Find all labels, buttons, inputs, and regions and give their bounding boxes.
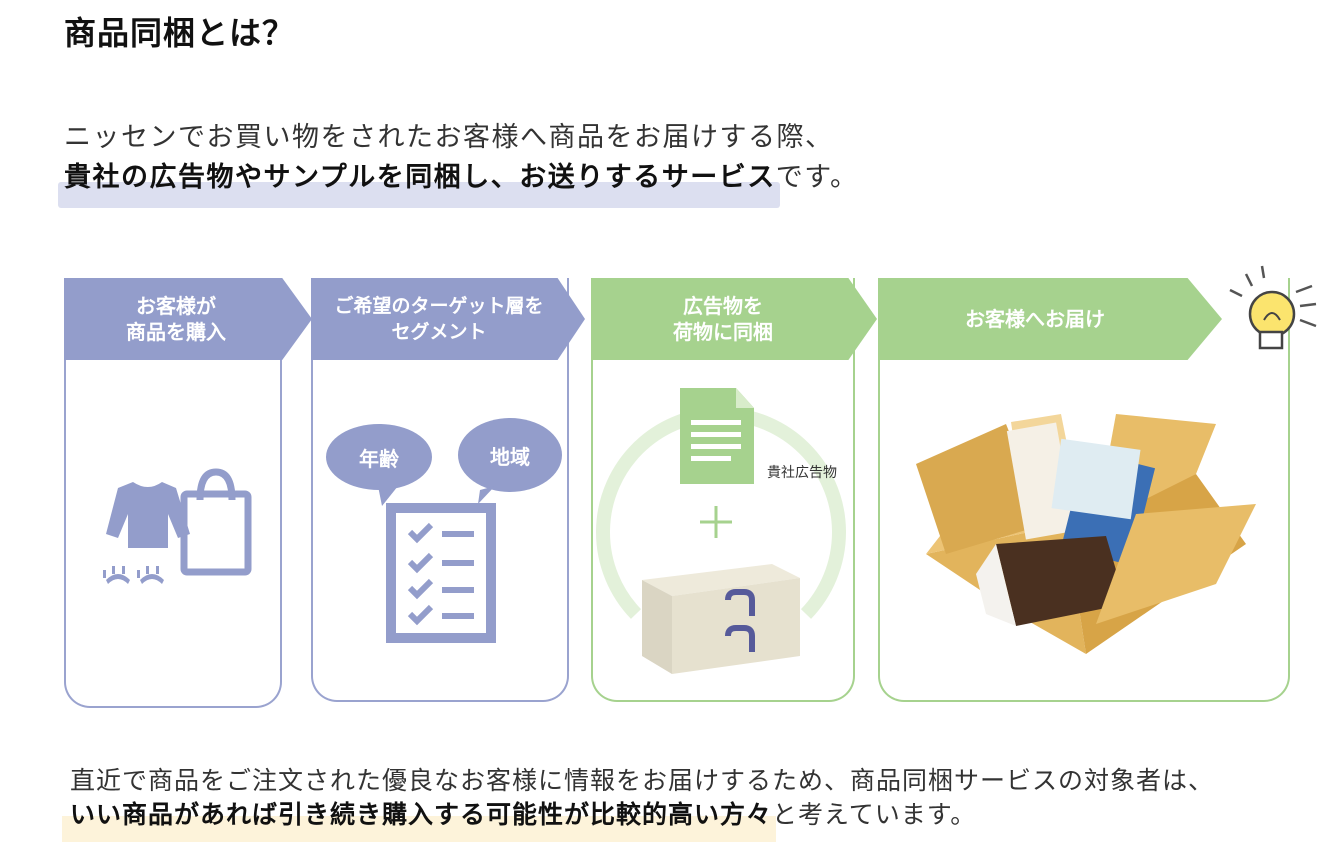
bottom-tail: と考えています。 [772,800,977,829]
step-card-3 [591,278,855,702]
enclosure-illustration [596,388,846,674]
open-box-image [916,414,1256,654]
step2-line1: ご希望のターゲット層を [334,295,544,317]
step-header-4: お客様へお届け [878,278,1222,360]
ad-doc-label: 貴社広告物 [767,465,837,481]
age-bubble: 年齢 [326,424,432,490]
sweater-icon [106,482,190,548]
step3-line1: 広告物を [683,294,763,318]
intro-highlight: 貴社の広告物やサンプルを同梱し、お送りするサービス [58,158,780,208]
step1-line1: お客様が [136,294,216,318]
step-card-1 [64,278,282,708]
page-title: 商品同梱とは？ [64,14,296,52]
step3-line2: 荷物に同梱 [673,320,773,344]
step-card-2 [311,278,569,702]
intro-tail: です。 [775,162,859,193]
bottom-highlight: いい商品があれば引き続き購入する可能性が比較的高い方々 [61,798,777,842]
region-bubble: 地域 [458,418,562,492]
intro-text: ニッセンでお買い物をされたお客様へ商品をお届けする際、 貴社の広告物やサンプルを… [58,118,859,208]
step1-line2: 商品を購入 [126,320,226,344]
step-card-4 [878,278,1290,702]
document-icon [680,388,754,484]
bottom-line2: いい商品があれば引き続き購入する可能性が比較的高い方々と考えています。 [61,798,1214,842]
step-header-1: お客様が商品を購入 [64,278,312,360]
lightbulb-icon [1229,265,1317,350]
step-header-2: ご希望のターゲット層をセグメント [311,278,585,360]
checklist-icon [378,486,496,643]
intro-line2: 貴社の広告物やサンプルを同梱し、お送りするサービスです。 [58,158,859,208]
intro-line1: ニッセンでお買い物をされたお客様へ商品をお届けする際、 [64,122,834,153]
bag-icon [180,468,252,576]
bottom-line1: 直近で商品をご注文された優良なお客様に情報をお届けするため、商品同梱サービスの対… [70,766,1215,795]
bottom-text: 直近で商品をご注文された優良なお客様に情報をお届けするため、商品同梱サービスの対… [61,764,1215,842]
shopping-icon [103,468,252,584]
package-icon [642,564,800,674]
eyelash-icon [106,574,164,584]
step-header-3: 広告物を荷物に同梱 [591,278,877,360]
step4-line1: お客様へお届け [965,307,1105,331]
step2-line2: セグメント [391,321,487,343]
plus-icon [700,506,732,538]
